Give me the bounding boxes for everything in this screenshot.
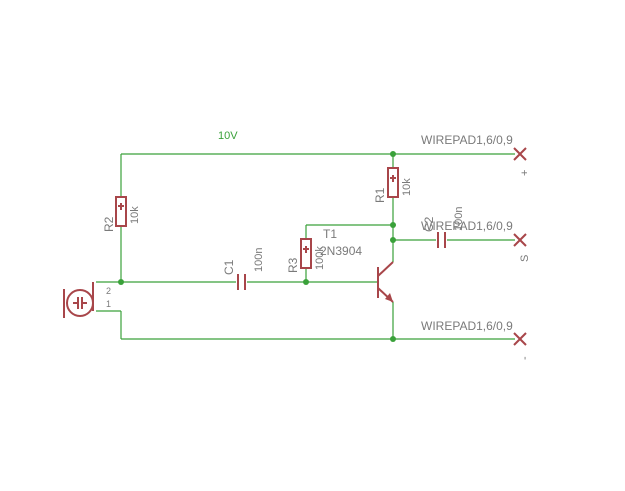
connector-plus[interactable]: WIREPAD1,6/0,9 + — [421, 133, 531, 176]
r2-body — [115, 196, 127, 227]
r1-ref: R1 — [373, 187, 387, 203]
c1-value: 100n — [253, 248, 265, 272]
connector-minus[interactable]: WIREPAD1,6/0,9 - — [421, 319, 531, 360]
capacitor-c1[interactable]: C1 100n — [222, 248, 265, 290]
mic-circle — [66, 289, 94, 317]
connector-signal-name: WIREPAD1,6/0,9 — [421, 219, 513, 233]
c2-ref: C2 — [422, 216, 436, 232]
microphone[interactable]: 2 1 — [63, 282, 111, 318]
transistor-t1[interactable]: T1 2N3904 — [320, 227, 394, 303]
r3-ref: R3 — [286, 257, 300, 273]
r2-ref: R2 — [102, 216, 116, 232]
connector-plus-name: WIREPAD1,6/0,9 — [421, 133, 513, 147]
connector-signal-pin: S — [519, 255, 531, 262]
r3-value: 100k — [314, 246, 326, 270]
connector-signal[interactable]: WIREPAD1,6/0,9 S — [421, 219, 531, 262]
resistor-r1[interactable]: R1 10k — [373, 167, 413, 203]
r3-body — [300, 238, 312, 269]
connector-minus-name: WIREPAD1,6/0,9 — [421, 319, 513, 333]
connector-plus-pin: + — [519, 170, 531, 176]
junctions — [118, 151, 396, 342]
net-label-10v: 10V — [218, 130, 238, 142]
c2-value: 100n — [453, 207, 465, 231]
t1-ref: T1 — [323, 227, 337, 241]
t1-emitter-arrow — [385, 293, 393, 302]
r2-value: 10k — [129, 206, 141, 224]
resistor-r3[interactable]: R3 100k — [286, 238, 326, 273]
r1-value: 10k — [401, 178, 413, 196]
c1-ref: C1 — [222, 259, 236, 275]
resistor-r2[interactable]: R2 10k — [102, 196, 141, 232]
t1-collector-leg — [377, 261, 394, 277]
junction-dot — [390, 237, 396, 243]
junction-dot — [390, 222, 396, 228]
pad-x-icon — [513, 332, 527, 346]
pad-x-icon — [513, 233, 527, 247]
junction-dot — [390, 336, 396, 342]
junction-dot — [390, 151, 396, 157]
connector-minus-pin: - — [519, 356, 531, 360]
junction-dot — [303, 279, 309, 285]
t1-value: 2N3904 — [320, 244, 362, 258]
mic-pin-1-label: 1 — [106, 299, 111, 309]
capacitor-c2[interactable]: C2 100n — [422, 207, 465, 248]
pad-x-icon — [513, 147, 527, 161]
junction-dot — [118, 279, 124, 285]
r1-body — [387, 167, 399, 198]
mic-pin-2-label: 2 — [106, 286, 111, 296]
